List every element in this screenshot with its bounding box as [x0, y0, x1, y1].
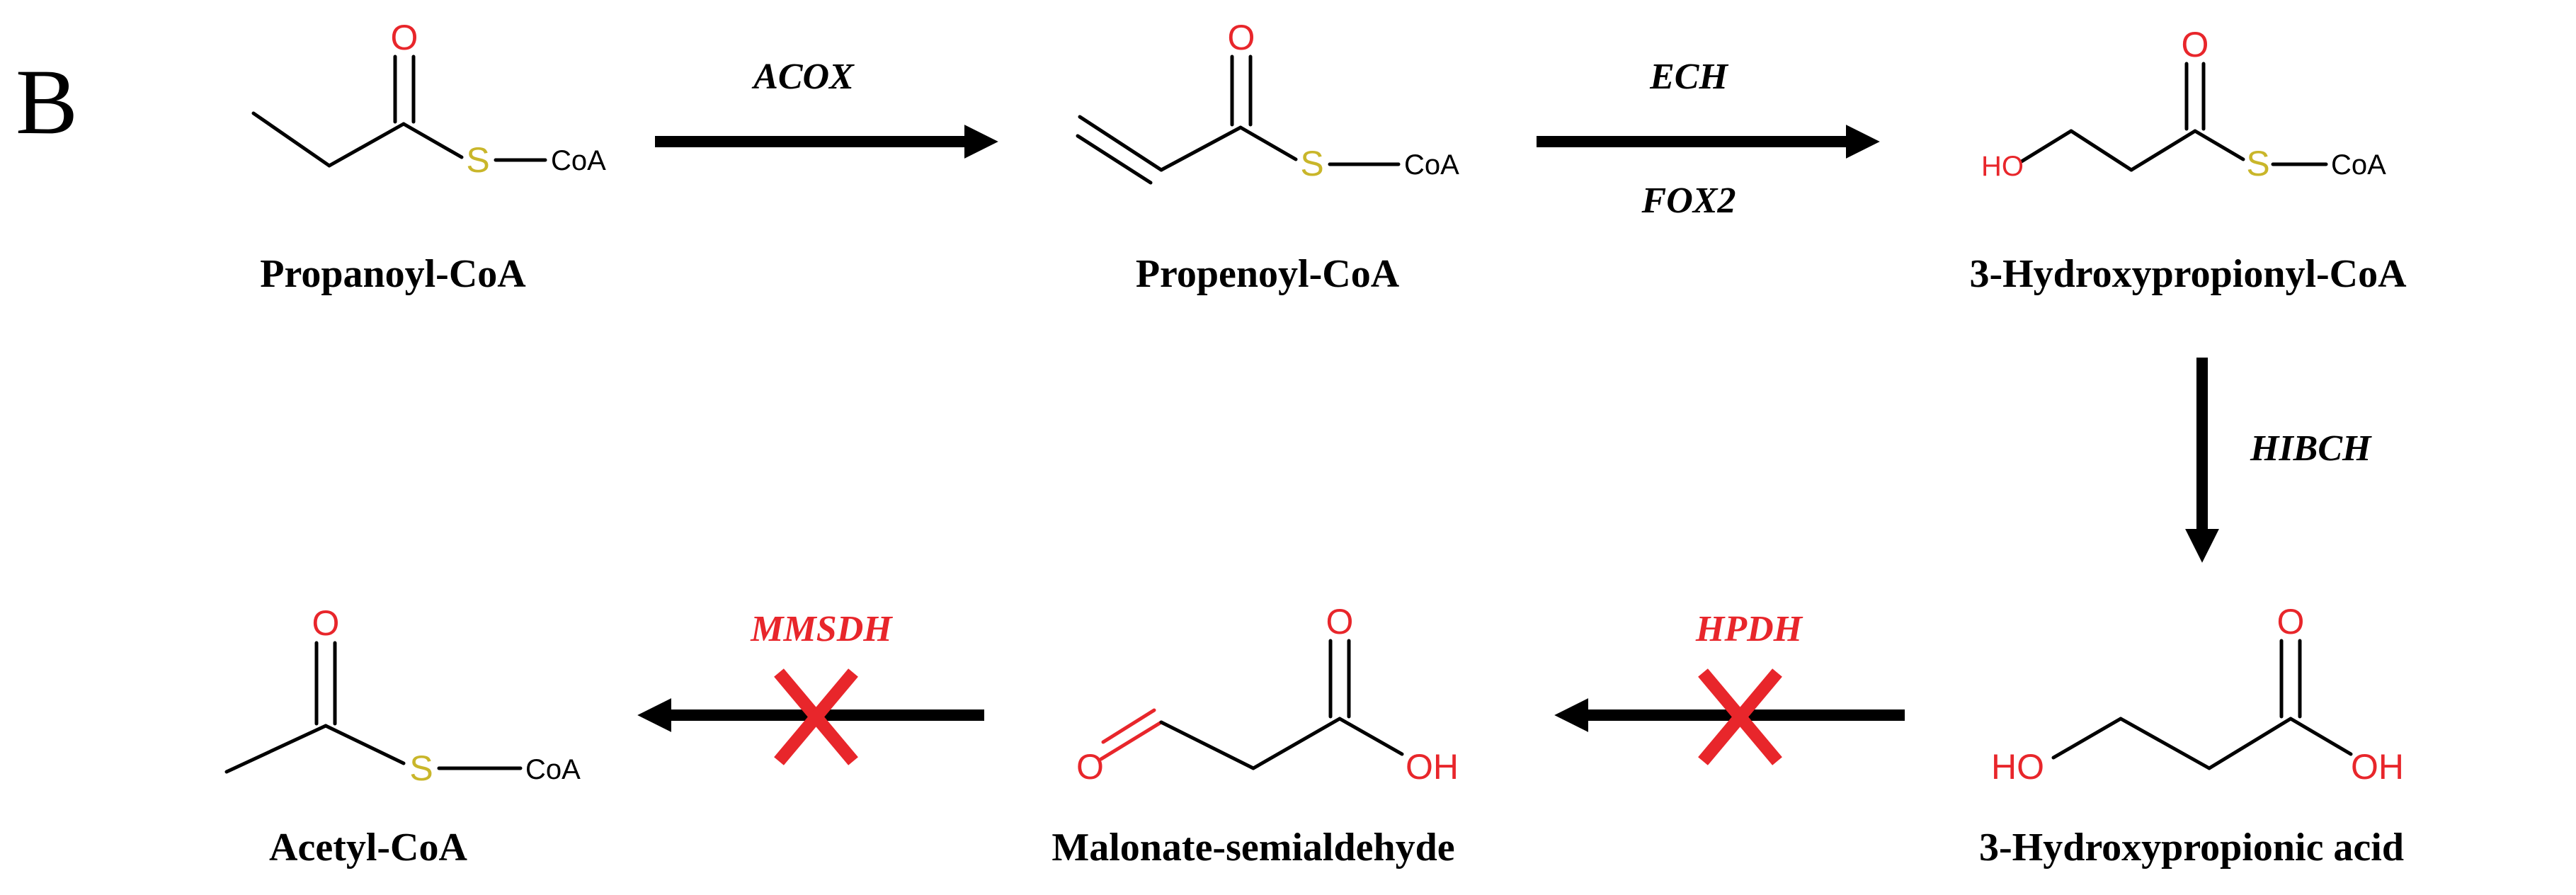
malonate-semialdehyde-carbonyl-oxygen: O [1326, 602, 1354, 642]
malonate-semialdehyde-hydroxyl: OH [1406, 747, 1459, 787]
acetyl-coa-sulfur: S [409, 748, 433, 788]
enzyme-hibch: HIBCH [2250, 428, 2372, 469]
acetyl-coa-coa: CoA [525, 754, 581, 785]
enzyme-ech: ECH [1649, 57, 1728, 97]
propenoyl-coa-label: Propenoyl-CoA [1136, 252, 1400, 296]
hydroxypropionyl-coa-structure: HO O S CoA [1981, 25, 2386, 183]
propanoyl-coa-label: Propanoyl-CoA [260, 252, 526, 296]
blocked-x-mmsdh [774, 668, 858, 765]
hydroxypropionic-acid-structure: HO O OH [1991, 602, 2404, 787]
panel-letter: B [16, 50, 78, 154]
hydroxypropionic-acid-label: 3-Hydroxypropionic acid [1979, 826, 2404, 870]
hydroxypropionyl-coa-oxygen: O [2182, 25, 2209, 64]
acetyl-coa-structure: O S CoA [224, 603, 581, 788]
hydroxypropionyl-coa-label: 3-Hydroxypropionyl-CoA [1969, 252, 2407, 296]
blocked-x-hpdh [1698, 668, 1782, 765]
malonate-semialdehyde-aldehyde-oxygen: O [1076, 747, 1104, 787]
propanoyl-coa-coa: CoA [551, 145, 606, 176]
propenoyl-coa-coa: CoA [1404, 149, 1459, 181]
hydroxypropionic-acid-acid-hydroxyl: OH [2351, 747, 2404, 787]
enzyme-hpdh: HPDH [1695, 609, 1803, 649]
malonate-semialdehyde-structure: O O OH [1076, 602, 1459, 787]
enzyme-mmsdh: MMSDH [750, 609, 893, 649]
hydroxypropionic-acid-hydroxyl: HO [1991, 747, 2044, 787]
propenoyl-coa-oxygen: O [1228, 18, 1255, 57]
propanoyl-coa-structure: O S CoA [251, 18, 606, 180]
enzyme-acox: ACOX [751, 57, 855, 97]
propenoyl-coa-sulfur: S [1300, 144, 1323, 183]
propenoyl-coa-structure: O S CoA [1076, 18, 1459, 185]
malonate-semialdehyde-label: Malonate-semialdehyde [1052, 826, 1454, 870]
hydroxypropionyl-coa-sulfur: S [2246, 144, 2269, 183]
acetyl-coa-label: Acetyl-CoA [269, 826, 467, 870]
hydroxypropionic-acid-carbonyl-oxygen: O [2277, 602, 2305, 642]
hydroxypropionyl-coa-hydroxyl: HO [1981, 151, 2024, 182]
enzyme-fox2: FOX2 [1641, 181, 1736, 221]
hydroxypropionyl-coa-coa: CoA [2331, 149, 2386, 181]
propanoyl-coa-oxygen: O [391, 18, 418, 57]
acetyl-coa-oxygen: O [312, 603, 340, 643]
propanoyl-coa-sulfur: S [466, 140, 489, 180]
